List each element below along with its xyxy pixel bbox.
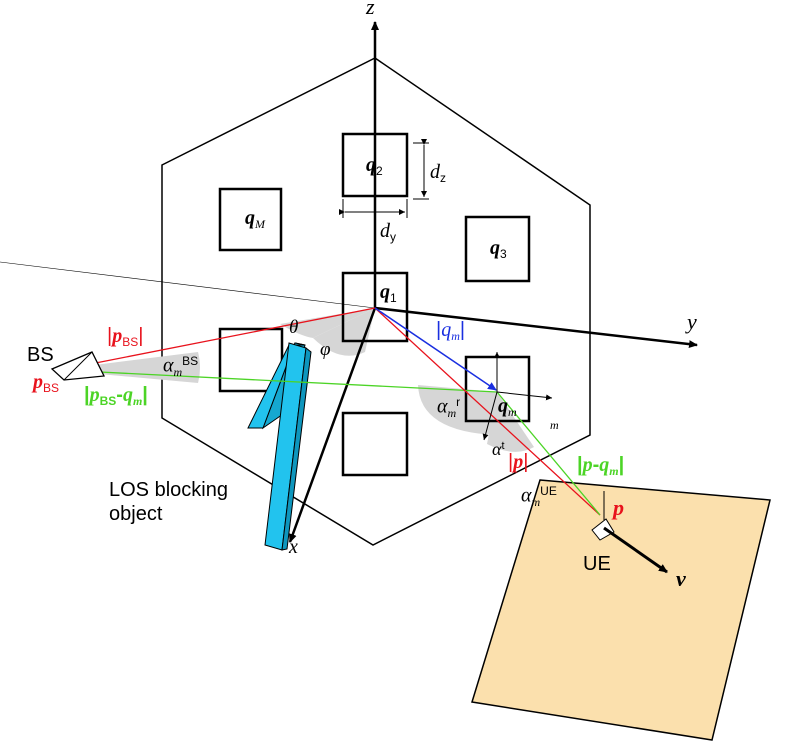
- ue-device: [591, 518, 615, 541]
- angle-alpha-r-sector: [418, 385, 497, 435]
- los-blocking-object-top: [247, 342, 306, 429]
- los-blocking-object-edge: [281, 347, 312, 551]
- alpha-bs-label: αmBS: [163, 354, 199, 379]
- p-ue-label: p: [613, 495, 624, 520]
- dy-label: dy: [380, 220, 396, 245]
- z-axis-label: z: [366, 0, 375, 19]
- panel-q1-label: q1: [380, 281, 397, 306]
- panel-q3: [464, 215, 531, 283]
- local-frame-m-label: m: [550, 418, 559, 432]
- panel-bottom: [341, 411, 409, 477]
- panel-qM: [218, 187, 283, 252]
- alpha-t-label: αt: [492, 439, 505, 459]
- path-qm-to-ue: [496, 391, 601, 516]
- angle-theta-sector: [280, 308, 375, 338]
- y-axis: [374, 306, 698, 349]
- x-axis: [288, 307, 377, 543]
- phi-label: φ: [320, 339, 331, 360]
- velocity-vector: [603, 526, 668, 574]
- norm-p-minus-q-m-label: |p-qm|: [577, 454, 625, 479]
- panel-q2-label: q2: [366, 154, 383, 179]
- y-axis-label: y: [687, 309, 697, 334]
- norm-q-m-label: |qm|: [436, 319, 466, 344]
- bs-label: BS: [27, 344, 54, 366]
- ue-ground-plane: [471, 479, 771, 741]
- p-bs-label: pBS: [33, 371, 60, 396]
- theta-label: θ: [289, 317, 299, 338]
- local-y-axis: [496, 391, 553, 401]
- los-blocking-object-label: LOS blocking object: [109, 479, 228, 525]
- panel-qm-label: qm: [498, 395, 517, 420]
- x-axis-label: x: [289, 536, 298, 558]
- alpha-r-label: αmr: [437, 395, 461, 420]
- velocity-label: v: [676, 566, 686, 591]
- path-origin-to-ue: [374, 307, 601, 516]
- ue-label: UE: [583, 553, 611, 575]
- alpha-ue-label: αmUE: [521, 484, 557, 509]
- path-bs-to-qm: [59, 369, 498, 393]
- dz-label: dz: [430, 161, 446, 186]
- path-bs-to-origin: [59, 307, 376, 371]
- norm-p-label: |p|: [508, 451, 529, 473]
- vector-q-m: [374, 307, 497, 391]
- panel-qM-label: qM: [245, 207, 265, 232]
- norm-p-bs-minus-q-m-label: |pBS-qm|: [84, 384, 148, 409]
- panel-q3-label: q3: [490, 237, 507, 262]
- local-x-axis: [482, 391, 498, 441]
- norm-p-bs-label: |pBS|: [107, 325, 144, 350]
- reference-line: [0, 261, 376, 309]
